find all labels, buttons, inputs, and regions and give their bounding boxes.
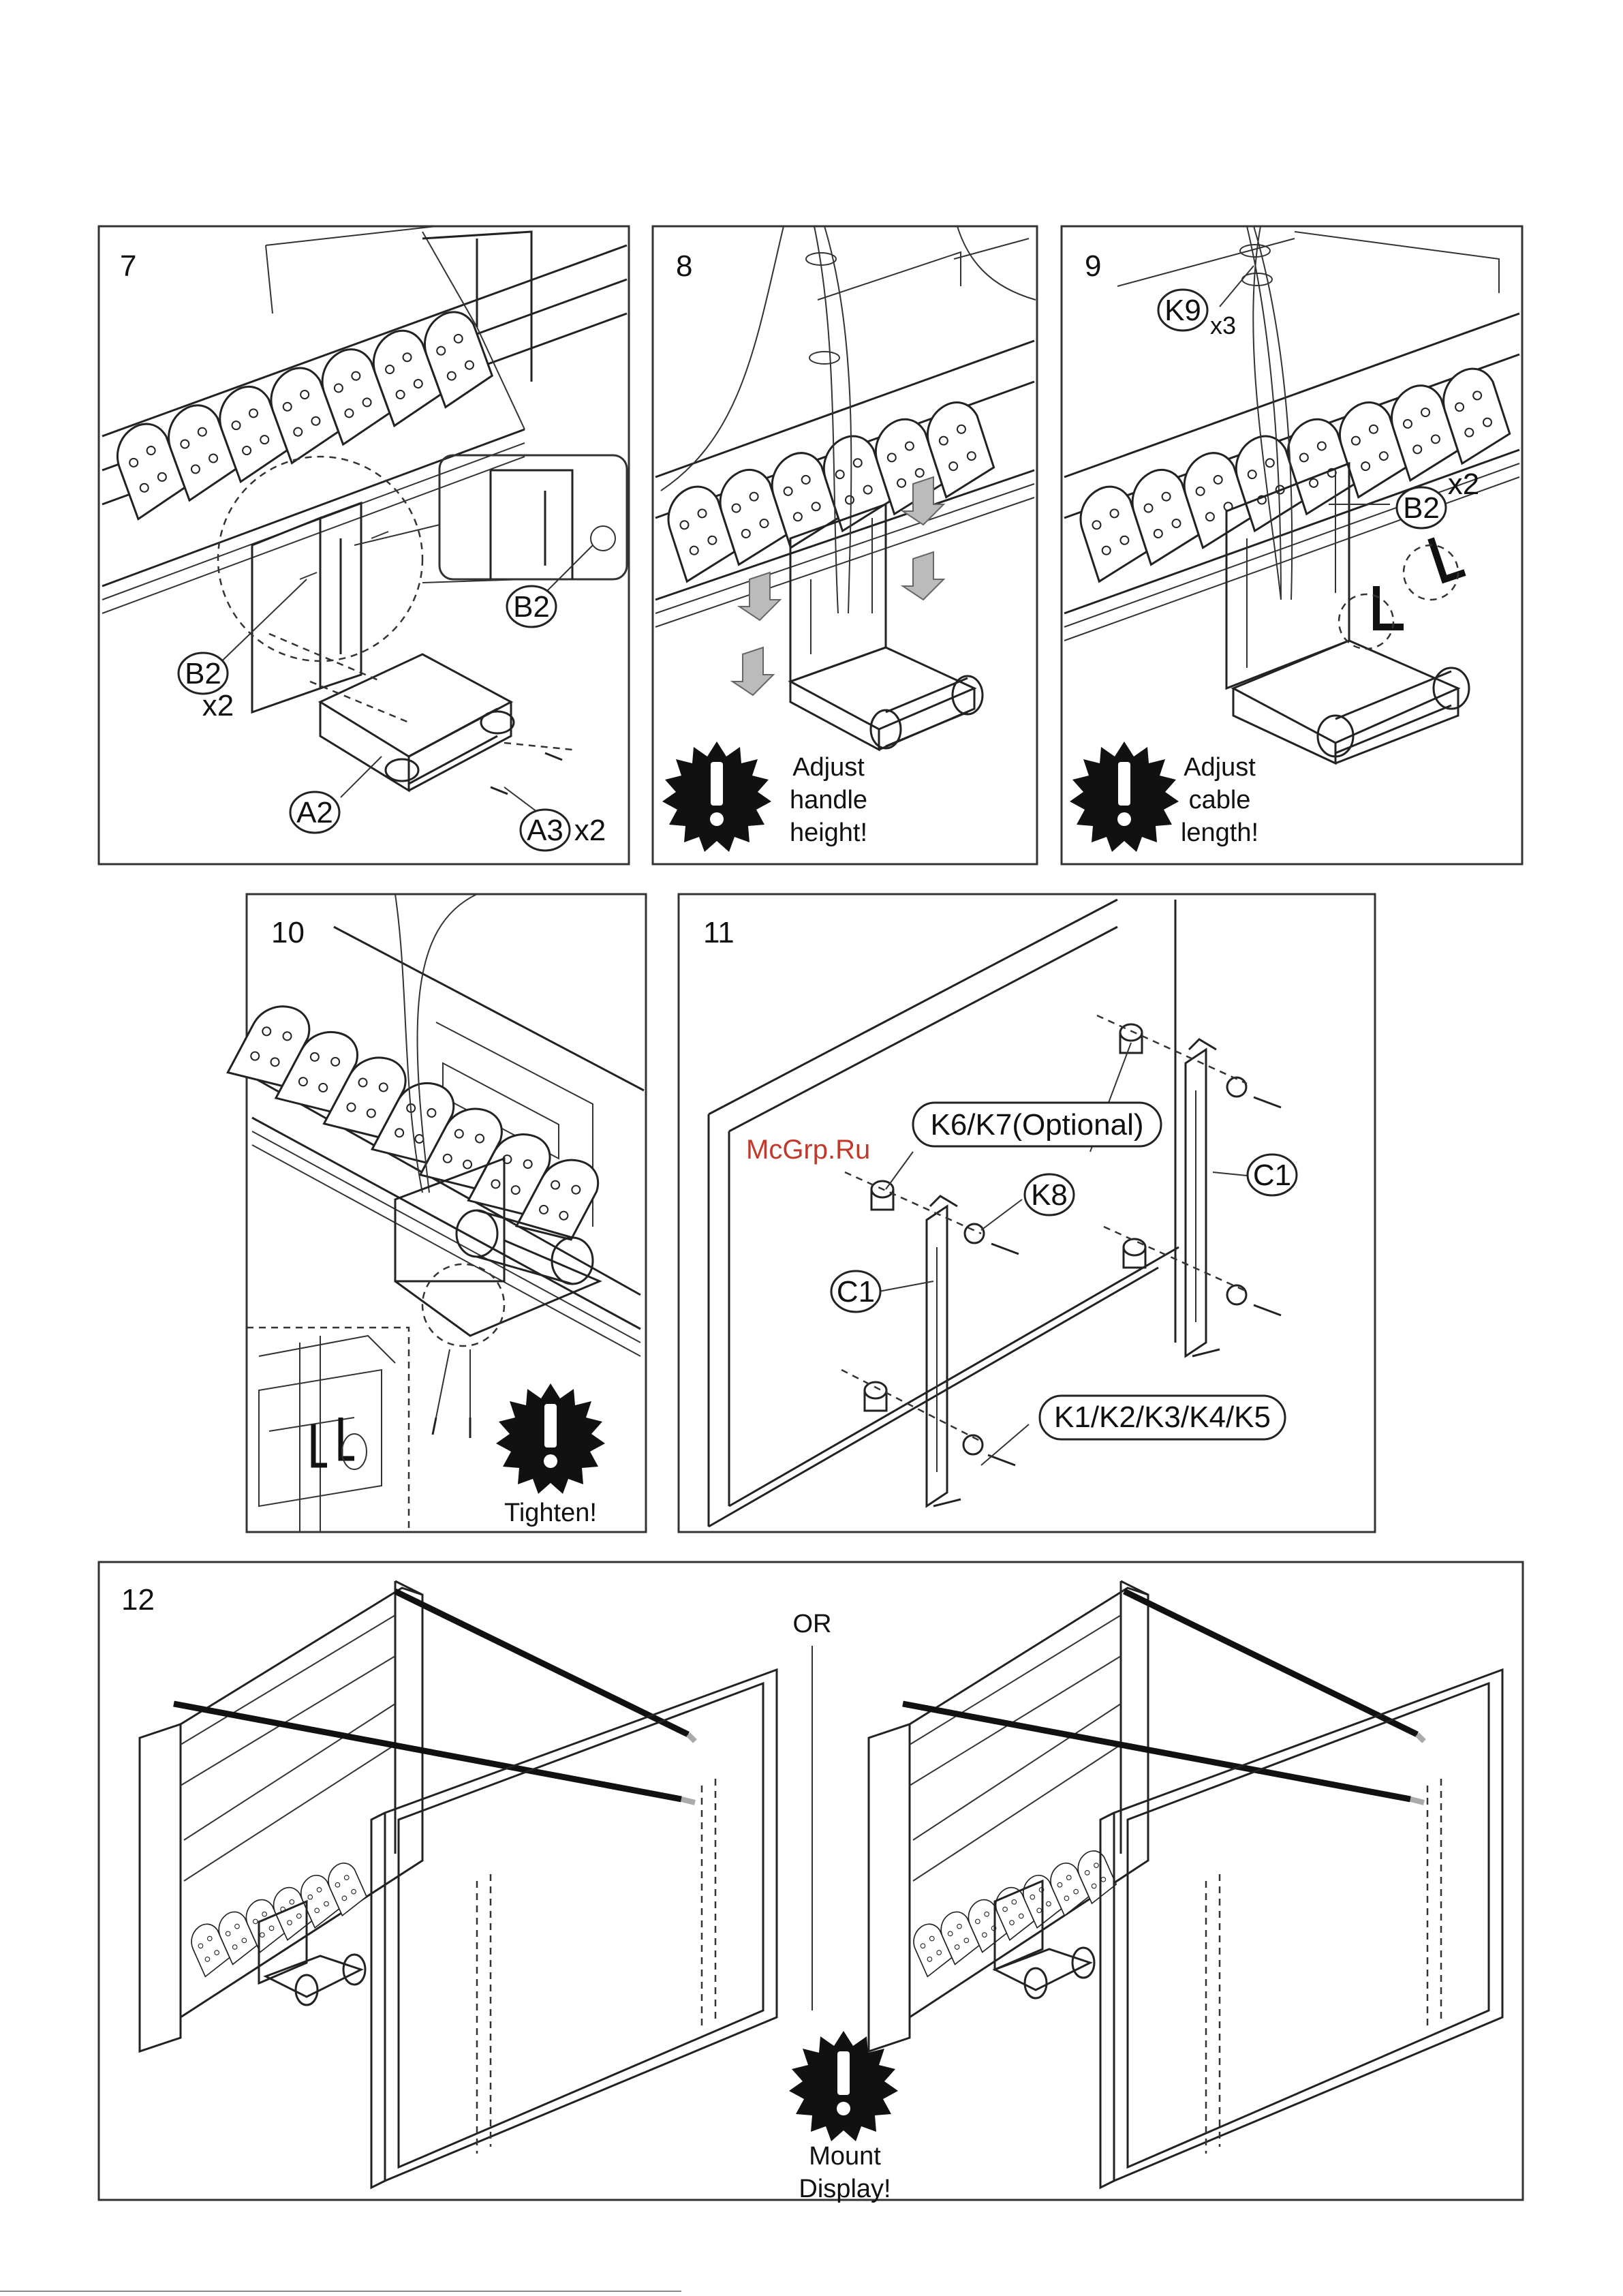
or-label: OR	[793, 1610, 832, 1638]
panel-8: 8 Adjust handle height!	[653, 226, 1037, 864]
note-line-1: Mount	[809, 2142, 881, 2171]
note-line-3: length!	[1181, 818, 1258, 847]
panel-number: 12	[121, 1583, 155, 1617]
note-line-1: Adjust	[792, 753, 865, 782]
quantity-b2: x2	[1448, 468, 1479, 501]
panel-7: 7 B2	[99, 226, 629, 864]
callout-a2: A2	[296, 796, 333, 829]
note-line-2: handle	[790, 786, 867, 814]
callout-a3: A3	[527, 814, 563, 847]
watermark: McGrp.Ru	[746, 1135, 870, 1165]
callout-k8: K8	[1031, 1178, 1068, 1212]
note-line-2: cable	[1189, 786, 1251, 814]
note-line-1: Tighten!	[504, 1499, 597, 1527]
warning-icon	[1070, 741, 1179, 852]
panel-11: 11 McGrp.Ru K6/K7(Optional) K8	[679, 894, 1375, 1532]
warning-icon	[662, 741, 771, 852]
quantity-k9: x3	[1210, 311, 1236, 339]
panel-number: 10	[271, 916, 305, 949]
note-line-1: Adjust	[1184, 753, 1256, 782]
panel-number: 8	[676, 249, 692, 283]
mount-option-left	[140, 1581, 777, 2188]
panel-number: 7	[120, 249, 136, 283]
callout-k9: K9	[1164, 294, 1201, 327]
callout-c1-right: C1	[1253, 1159, 1291, 1192]
panel-10: 10 Tighten!	[228, 894, 646, 1532]
callout-c1-left: C1	[837, 1275, 875, 1308]
panel-9: 9 K9 x3 B2 x2 Adjust cable leng	[1062, 226, 1522, 864]
callout-b2: B2	[185, 657, 221, 690]
panel-number: 11	[703, 916, 735, 949]
callout-k1-k5: K1/K2/K3/K4/K5	[1054, 1400, 1271, 1434]
callout-k6-k7: K6/K7(Optional)	[930, 1108, 1143, 1142]
note-line-3: height!	[790, 818, 867, 847]
panel-12: 12 OR	[99, 1562, 1523, 2203]
note-line-2: Display!	[799, 2175, 891, 2203]
quantity-b2: x2	[202, 689, 234, 722]
warning-icon	[496, 1383, 605, 1494]
quantity-a3: x2	[574, 814, 606, 847]
callout-b2: B2	[1403, 491, 1440, 525]
panel-number: 9	[1085, 249, 1101, 283]
mount-option-right	[869, 1581, 1502, 2188]
callout-b2-detail: B2	[513, 590, 550, 624]
